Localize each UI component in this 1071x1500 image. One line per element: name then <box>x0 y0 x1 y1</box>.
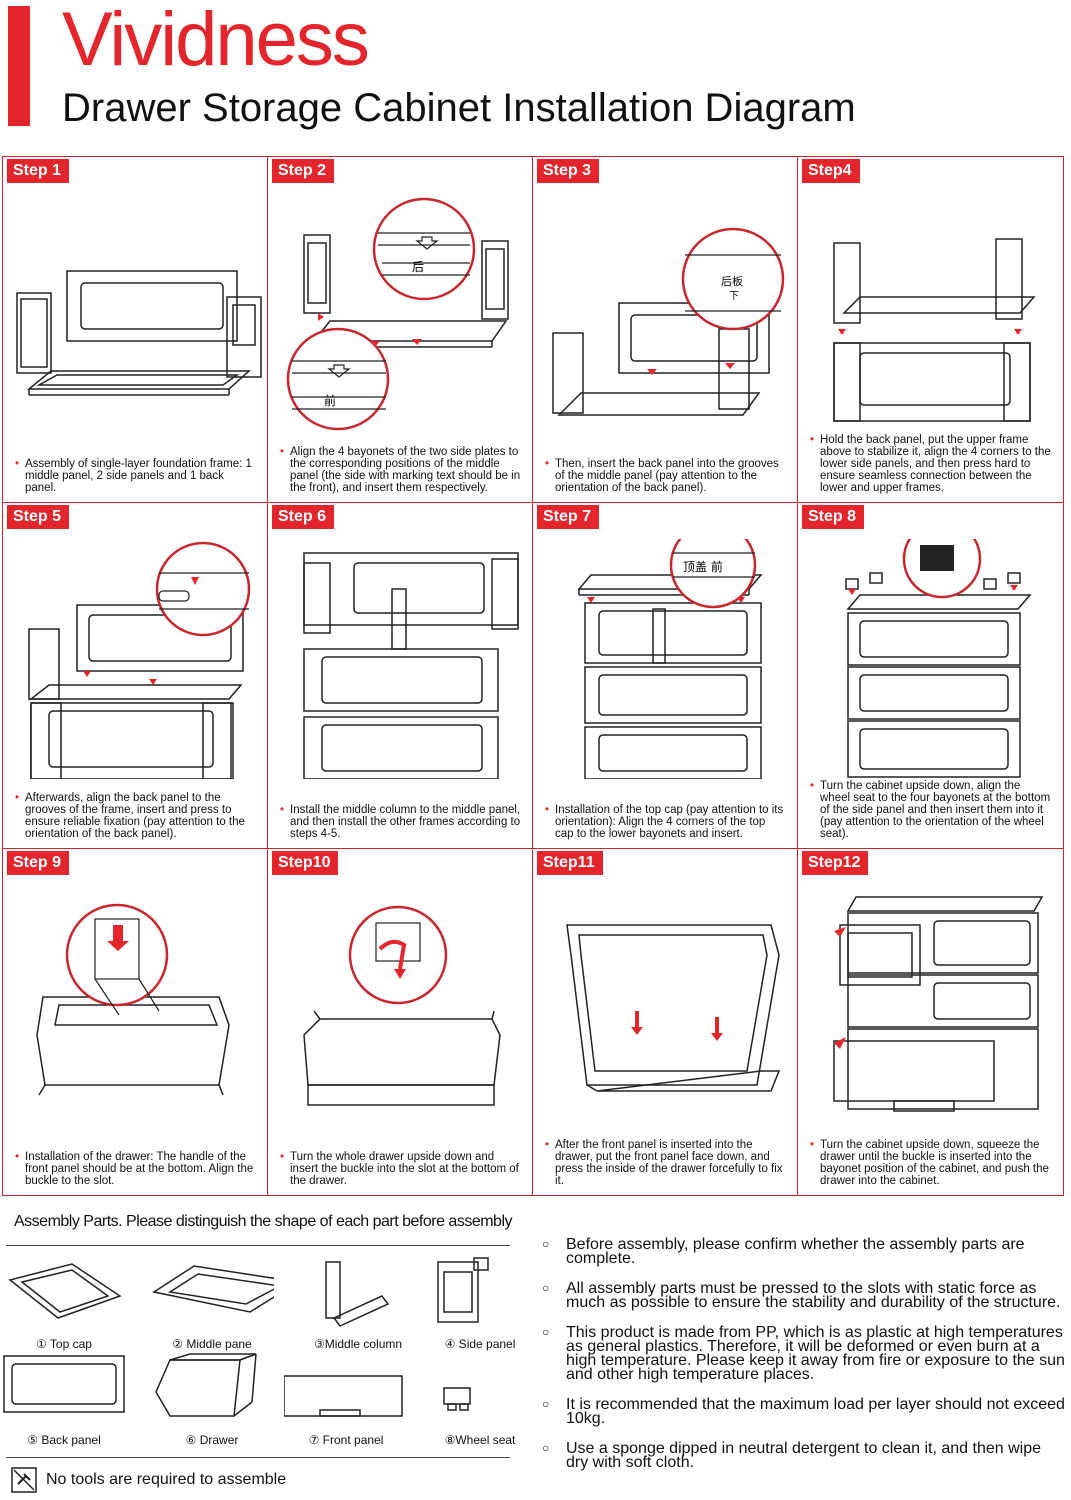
step-caption: Turn the cabinet upside down, squeeze th… <box>810 1139 1053 1187</box>
brand-logo: Vividness <box>62 0 370 82</box>
step-tag: Step 9 <box>7 851 70 875</box>
part-label: ① Top cap <box>36 1337 92 1351</box>
no-tools-text: No tools are required to assemble <box>46 1471 287 1488</box>
step-tag: Step 7 <box>537 505 600 529</box>
part-label: ⑦ Front panel <box>308 1433 384 1447</box>
step-caption: Turn the whole drawer upside down and in… <box>280 1151 522 1187</box>
step-6-illustration <box>303 552 519 779</box>
step-12: Step12 Turn the cabinet upside down, squ… <box>798 849 1063 1195</box>
front-panel-icon <box>283 1375 403 1417</box>
step-6: Step 6 Install the middle column to the … <box>268 503 533 849</box>
parts-title: Assembly Parts. Please distinguish the s… <box>14 1213 513 1230</box>
part-label: ③Middle column <box>313 1337 403 1351</box>
step-9-illustration <box>36 903 230 1096</box>
front-mark: 前 <box>324 393 336 408</box>
no-tools-icon <box>11 1467 37 1493</box>
no-tools-notice: No tools are required to assemble <box>10 1466 286 1494</box>
step-2-illustration: 后 前 <box>286 197 509 431</box>
back-panel-mark: 后板 <box>721 274 743 288</box>
step-11: Step11 After the front panel is inserted… <box>533 849 798 1195</box>
part-label: ⑤ Back panel <box>27 1433 101 1447</box>
step-caption: Install the middle column to the middle … <box>280 804 522 840</box>
step-1: Step 1 Assembly of single-layer foundati… <box>3 157 268 503</box>
step-caption: After the front panel is inserted into t… <box>545 1139 787 1187</box>
note-item: It is recommended that the maximum load … <box>540 1397 1065 1427</box>
step-5-illustration <box>28 541 251 779</box>
part-wheel-seat: ⑧Wheel seat <box>418 1352 542 1452</box>
part-back-panel: ⑤ Back panel <box>2 1352 126 1452</box>
step-tag: Step 2 <box>272 159 335 183</box>
part-top-cap: ① Top cap <box>2 1256 126 1356</box>
side-panel-icon <box>437 1257 489 1323</box>
step-caption: Turn the cabinet upside down, align the … <box>810 780 1053 840</box>
step-tag: Step 5 <box>7 505 70 529</box>
step-7-illustration: 顶盖 前 <box>577 539 763 779</box>
part-label: ④ Side panel <box>444 1337 516 1351</box>
part-middle-panel: ② Middle pane <box>150 1256 301 1356</box>
step-caption: Afterwards, align the back panel to the … <box>15 792 257 840</box>
note-item: Use a sponge dipped in neutral detergent… <box>540 1441 1065 1471</box>
page-title: Drawer Storage Cabinet Installation Diag… <box>62 86 856 130</box>
step-tag: Step 6 <box>272 505 335 529</box>
down-mark: 下 <box>729 291 739 302</box>
part-side-panel: ④ Side panel <box>418 1256 542 1356</box>
top-cap-front-mark: 顶盖 前 <box>683 559 723 574</box>
middle-column-icon <box>325 1261 390 1327</box>
step-tag: Step10 <box>272 851 339 875</box>
part-label: ⑥ Drawer <box>185 1433 239 1447</box>
step-4-illustration <box>833 238 1036 422</box>
steps-grid: Step 1 Assembly of single-layer foundati… <box>2 156 1064 1196</box>
step-3-illustration: 后板 下 <box>552 227 785 416</box>
drawer-icon <box>155 1353 257 1417</box>
part-middle-column: ③Middle column <box>296 1256 420 1356</box>
step-10: Step10 Turn the whole drawer upside down… <box>268 849 533 1195</box>
step-7: Step 7 顶盖 前 Installation of the top cap … <box>533 503 798 849</box>
step-tag: Step12 <box>802 851 869 875</box>
step-12-illustration <box>833 896 1044 1112</box>
step-tag: Step4 <box>802 159 860 183</box>
top-cap-icon <box>8 1263 122 1319</box>
back-mark: 后 <box>412 260 424 274</box>
step-caption: Assembly of single-layer foundation fram… <box>15 458 257 494</box>
step-10-illustration <box>303 905 501 1106</box>
step-caption: Hold the back panel, put the upper frame… <box>810 434 1053 494</box>
wheel-seat-icon <box>443 1387 471 1411</box>
step-5: Step 5 Afterwards, align the back panel … <box>3 503 268 849</box>
step-2: Step 2 后 前 Align the 4 bayonets of the t… <box>268 157 533 503</box>
divider <box>6 1245 510 1246</box>
step-8-illustration <box>845 539 1032 778</box>
divider <box>6 1457 510 1458</box>
part-drawer: ⑥ Drawer <box>150 1352 274 1452</box>
note-item: This product is made from PP, which is a… <box>540 1325 1065 1383</box>
step-11-illustration <box>566 924 781 1092</box>
step-tag: Step11 <box>537 851 603 875</box>
step-4: Step4 Hold the back panel, put the upper… <box>798 157 1063 503</box>
notes-list: Before assembly, please confirm whether … <box>540 1237 1065 1486</box>
part-front-panel: ⑦ Front panel <box>283 1352 408 1452</box>
back-panel-icon <box>3 1355 125 1413</box>
brand-bar <box>8 6 30 126</box>
step-tag: Step 3 <box>537 159 600 183</box>
note-item: All assembly parts must be pressed to th… <box>540 1281 1065 1311</box>
step-tag: Step 8 <box>802 505 865 529</box>
step-caption: Then, insert the back panel into the gro… <box>545 458 787 494</box>
step-9: Step 9 Installation of the drawer: The h… <box>3 849 268 1195</box>
middle-panel-icon <box>152 1265 301 1313</box>
step-3: Step 3 后板 下 Then, insert the back panel … <box>533 157 798 503</box>
step-caption: Installation of the top cap (pay attenti… <box>545 804 787 840</box>
step-tag: Step 1 <box>7 159 70 183</box>
note-item: Before assembly, please confirm whether … <box>540 1237 1065 1267</box>
step-caption: Installation of the drawer: The handle o… <box>15 1151 257 1187</box>
part-label: ② Middle pane <box>172 1337 252 1351</box>
part-label: ⑧Wheel seat <box>444 1433 516 1447</box>
step-8: Step 8 Turn the cabinet upside down, ali… <box>798 503 1063 849</box>
step-1-illustration <box>16 270 262 396</box>
step-caption: Align the 4 bayonets of the two side pla… <box>280 446 522 494</box>
